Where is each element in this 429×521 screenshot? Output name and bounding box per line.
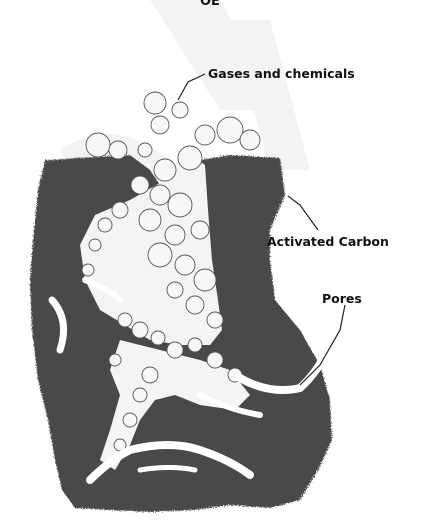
cropped-heading-fragment: OE [200, 0, 220, 9]
activated-carbon-label: Activated Carbon [267, 234, 389, 249]
gases-and-chemicals-label: Gases and chemicals [208, 66, 355, 81]
pores-label: Pores [322, 291, 362, 306]
